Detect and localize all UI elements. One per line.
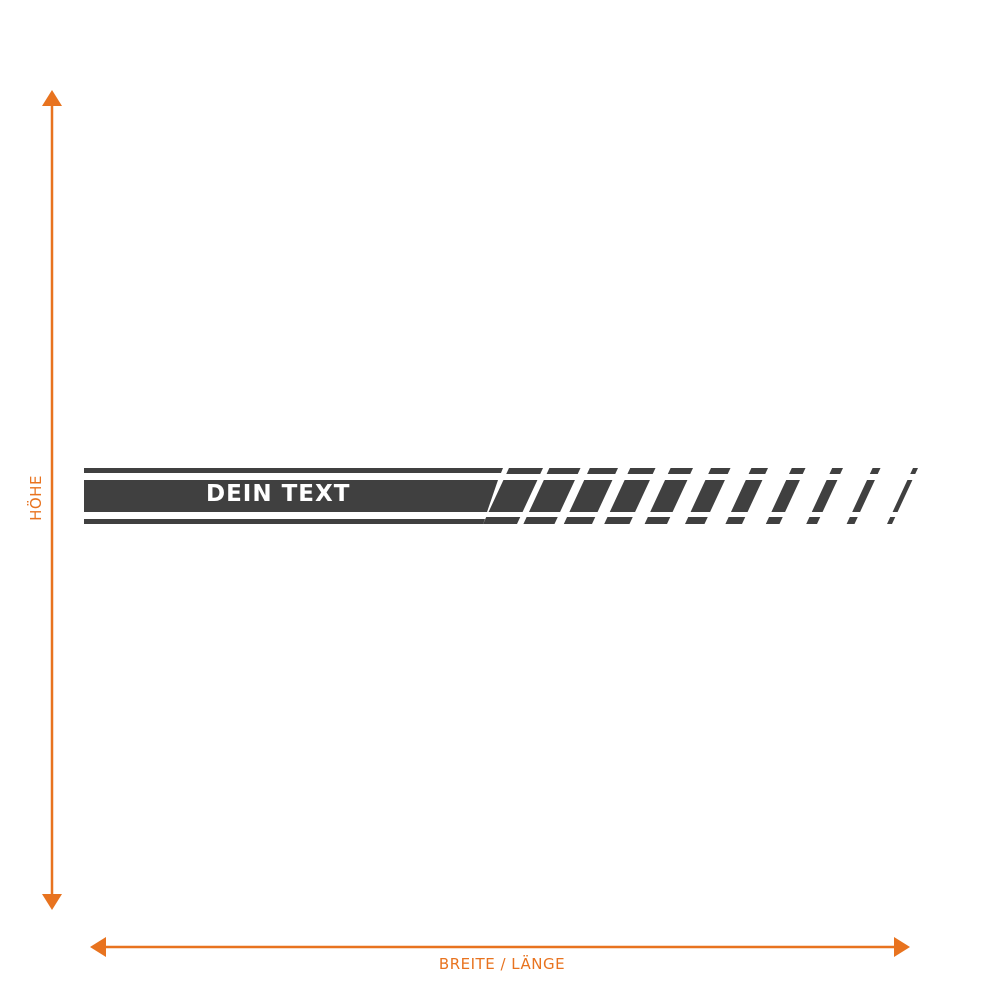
stripe-segment: [650, 480, 688, 512]
stripe-segment: [708, 468, 731, 474]
arrow-up-icon: [42, 90, 62, 106]
arrow-down-icon: [42, 894, 62, 910]
decal-text: DEIN TEXT: [206, 481, 351, 507]
stripe-segment: [604, 517, 633, 524]
stripe-segment: [725, 517, 746, 524]
stripe-segment: [546, 468, 581, 474]
stripe-bottom-bar: [84, 519, 485, 524]
stripe-segment: [483, 517, 521, 524]
stripe-segment: [488, 480, 538, 512]
stripe-segment: [887, 517, 896, 524]
stripe-segment: [667, 468, 693, 474]
decal-stripe: [84, 468, 918, 524]
stripe-segment: [789, 468, 806, 474]
stripe-segment: [829, 468, 843, 474]
height-dimension-arrow: [42, 90, 62, 910]
stripe-segment: [587, 468, 618, 474]
stripe-segment: [811, 480, 838, 512]
stripe-segment: [852, 480, 875, 512]
stripe-segment: [765, 517, 783, 524]
stripe-segment: [506, 468, 543, 474]
stripe-segment: [892, 480, 913, 512]
stripe-segment: [846, 517, 858, 524]
width-dimension-arrow: [90, 937, 910, 957]
stripe-segment: [685, 517, 708, 524]
height-label: HÖHE: [27, 475, 45, 521]
stripe-segment: [528, 480, 575, 512]
arrow-right-icon: [894, 937, 910, 957]
stripe-segment: [523, 517, 558, 524]
stripe-segment: [910, 468, 918, 474]
stripe-segment: [609, 480, 650, 512]
stripe-segment: [644, 517, 671, 524]
stripe-segment: [869, 468, 881, 474]
arrow-left-icon: [90, 937, 106, 957]
stripe-segment: [730, 480, 763, 512]
stripe-segment: [806, 517, 821, 524]
stripe-segment: [690, 480, 725, 512]
stripe-top-bar: [84, 468, 503, 473]
stripe-segment: [627, 468, 656, 474]
stripe-main-bar: [84, 480, 498, 512]
stripe-segment: [563, 517, 596, 524]
stripe-segment: [748, 468, 768, 474]
width-label: BREITE / LÄNGE: [438, 955, 566, 973]
stripe-segments: [483, 468, 918, 524]
stripe-segment: [569, 480, 613, 512]
stripe-segment: [771, 480, 800, 512]
